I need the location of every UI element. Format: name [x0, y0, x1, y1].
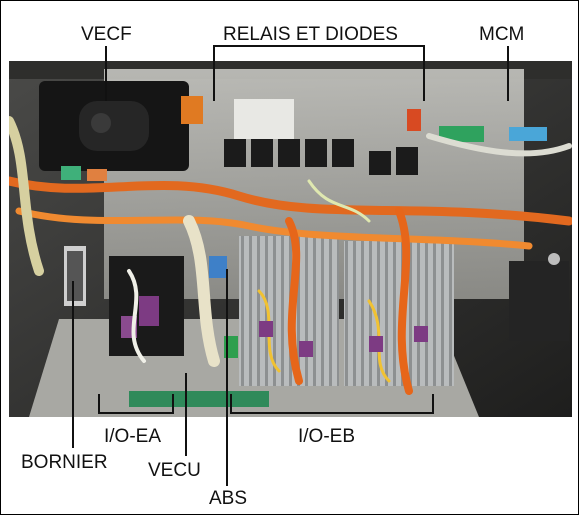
- relais-bracket: [213, 45, 425, 101]
- label-vecu: VECU: [148, 460, 201, 481]
- truck-electrical-panel-photo: [9, 61, 572, 417]
- io-ea-bracket: [98, 394, 174, 414]
- label-vecf: VECF: [81, 24, 132, 45]
- label-abs: ABS: [209, 488, 248, 509]
- label-bornier: BORNIER: [21, 452, 108, 473]
- label-relais-et-diodes: RELAIS ET DIODES: [223, 24, 398, 45]
- label-io-ea: I/O-EA: [104, 426, 162, 447]
- label-io-eb: I/O-EB: [298, 426, 356, 447]
- io-eb-bracket: [230, 394, 434, 414]
- label-mcm: MCM: [479, 24, 525, 45]
